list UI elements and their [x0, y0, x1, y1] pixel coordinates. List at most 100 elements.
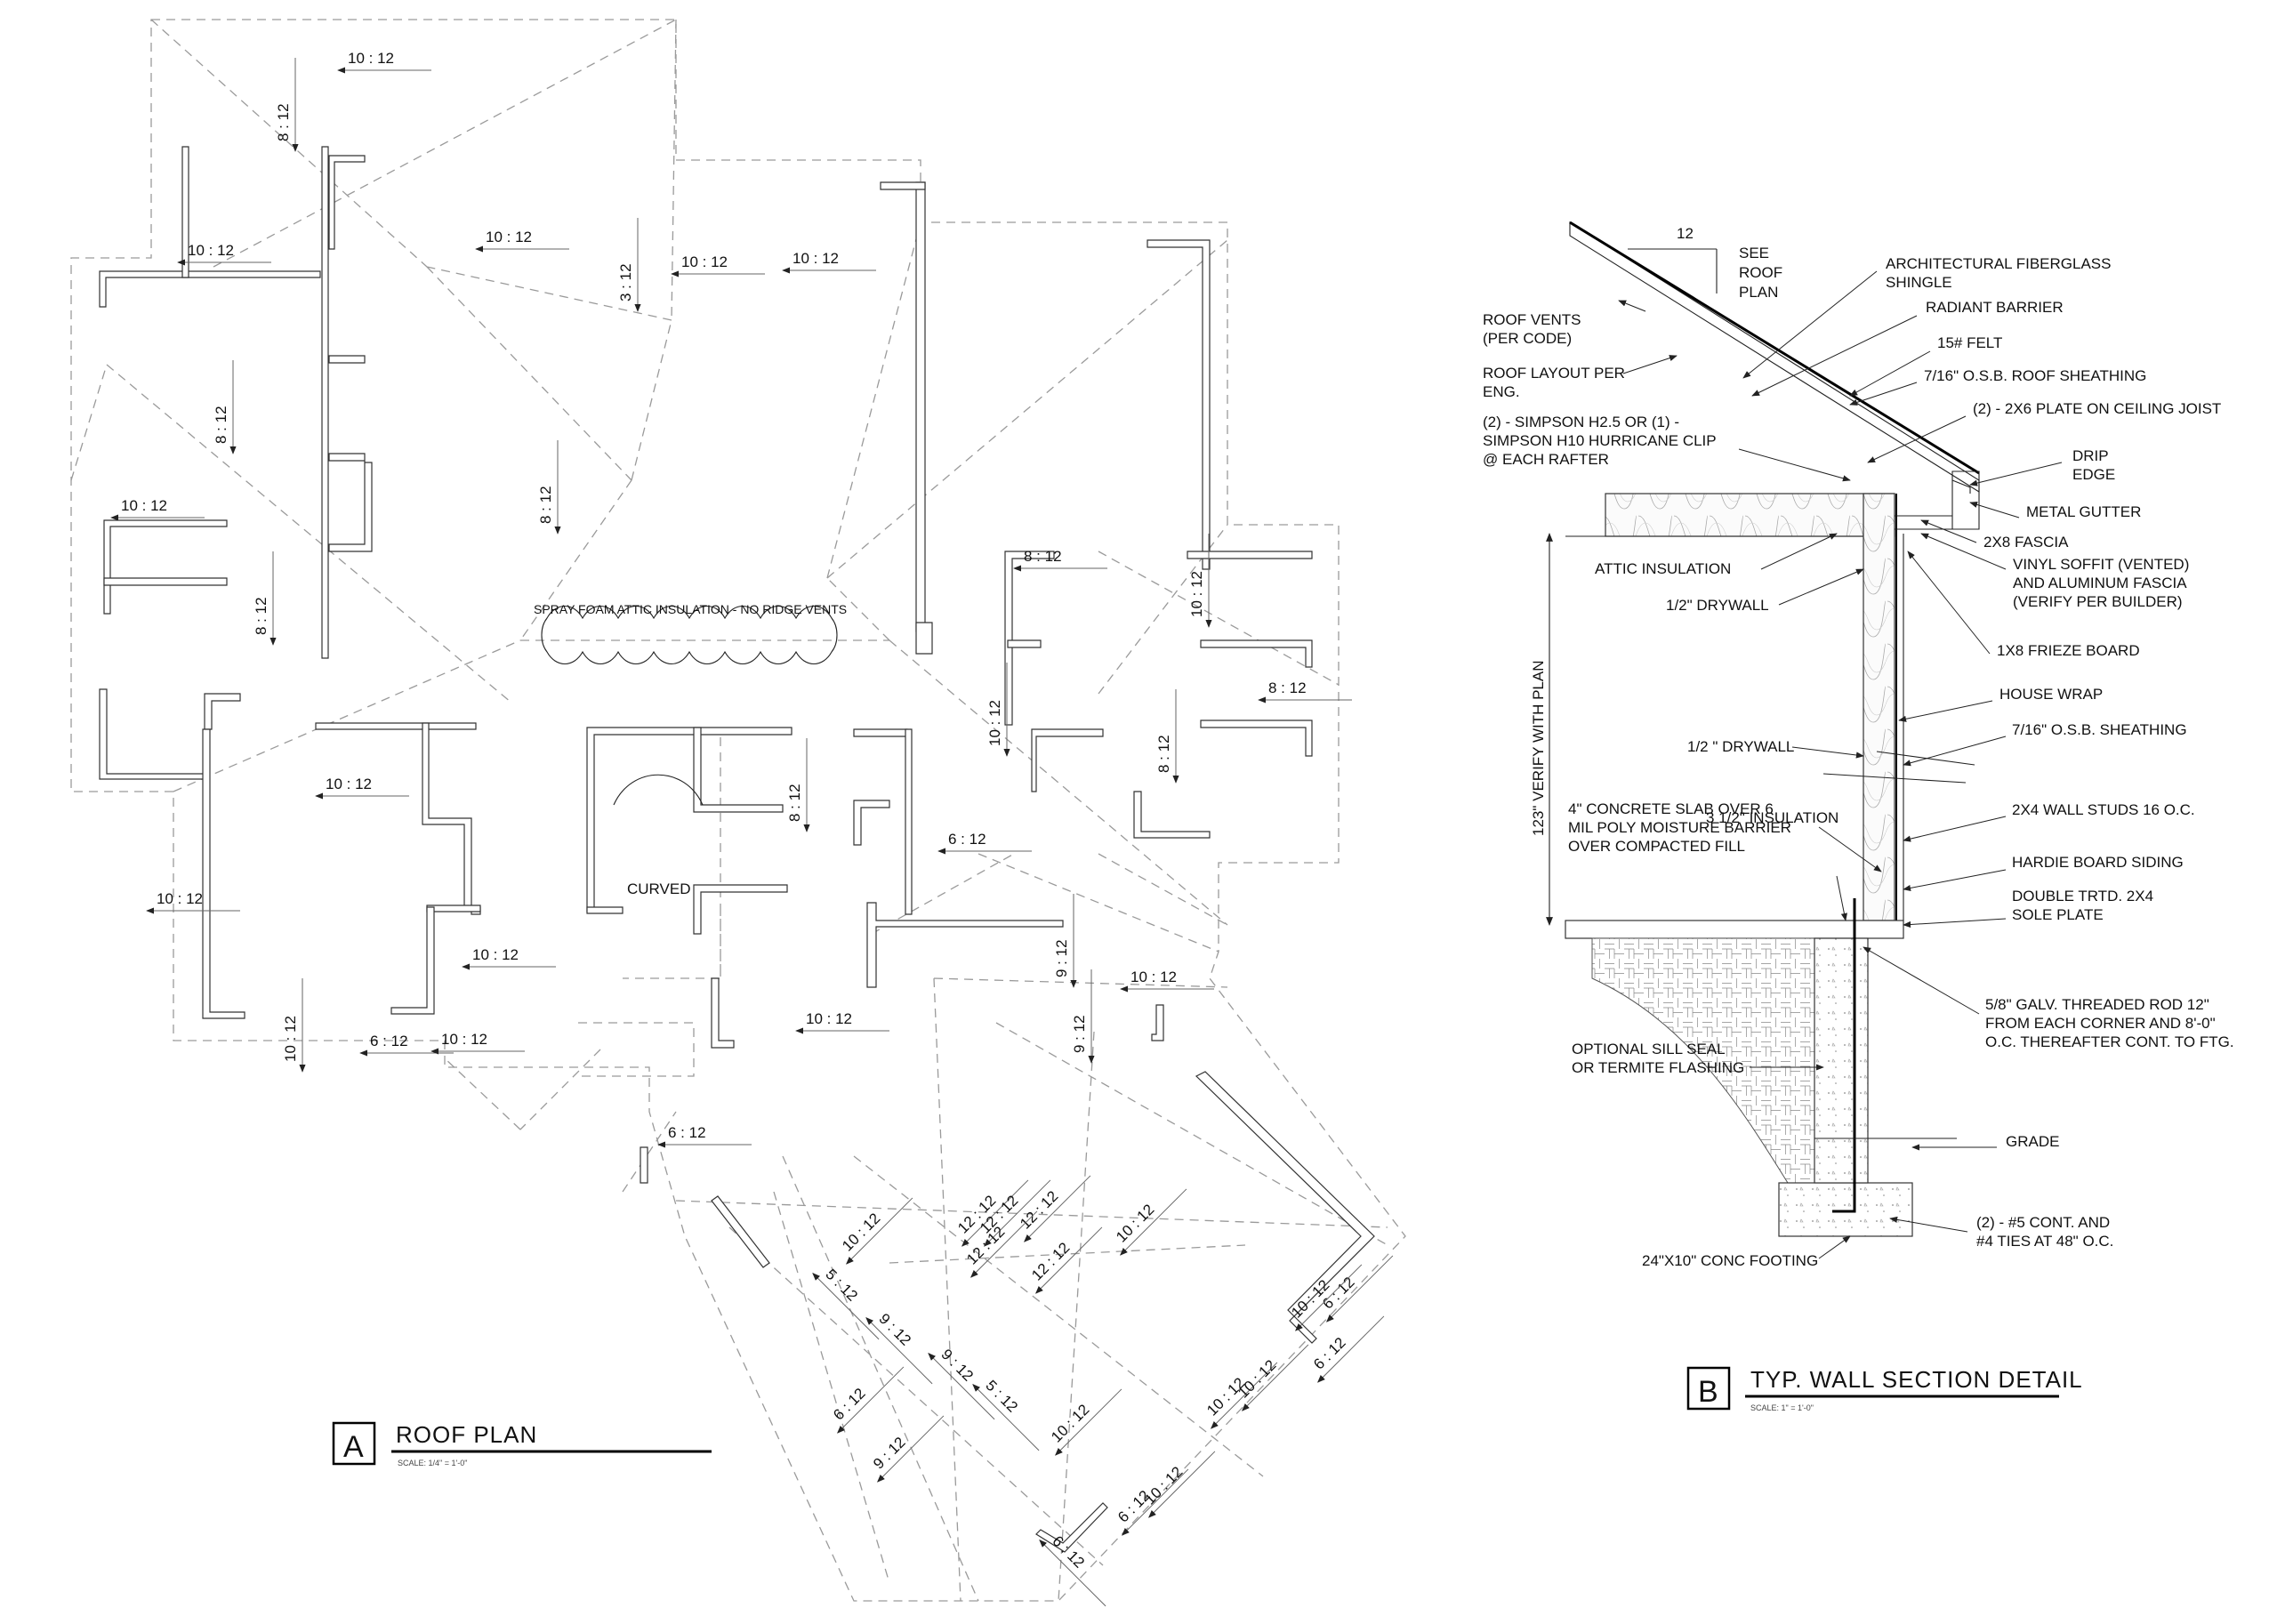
left-note-4: 1/2" DRYWALL [1666, 568, 1864, 614]
pitch-label: 10 : 12 [1141, 1463, 1186, 1507]
pitch-label: 9 : 12 [1071, 1015, 1088, 1053]
note-text: 3 1/2" INSULATION [1706, 809, 1838, 826]
see-roof-plan-line-1: SEE [1739, 245, 1769, 261]
roof-plan-scale: SCALE: 1/4" = 1'-0" [398, 1459, 467, 1467]
pitch-marker: 10 : 12 [782, 250, 876, 274]
pitch-marker: 10 : 12 [839, 1197, 913, 1265]
wall-section-detail: 12 123" VERIFY WITH PLAN SEE ROOF PLAN R… [1483, 221, 2234, 1412]
note-text: FROM EACH CORNER AND 8'-0" [1985, 1015, 2216, 1032]
leader-arrow [1920, 533, 2007, 570]
left-note-6: 3 1/2" INSULATION [1706, 809, 1882, 872]
pitch-label: 6 : 12 [830, 1385, 869, 1424]
note-text: ROOF LAYOUT PER [1483, 365, 1625, 382]
left-note-3: ATTIC INSULATION [1595, 533, 1838, 577]
leader-arrow [1898, 700, 1993, 722]
leader-arrow [1903, 918, 2007, 929]
soffit [1895, 515, 1952, 530]
pitch-marker: 8 : 12 [213, 360, 237, 454]
pitch-label: 8 : 12 [1024, 548, 1062, 565]
right-note-8: VINYL SOFFIT (VENTED) AND ALUMINUM FASCIA… [1920, 533, 2189, 610]
pitch-marker: 8 : 12 [537, 440, 561, 535]
right-note-13: HARDIE BOARD SIDING [1903, 854, 2184, 892]
note-text: EDGE [2072, 466, 2115, 483]
right-note-4: (2) - 2X6 PLATE ON CEILING JOIST [1867, 400, 2221, 463]
roof-plan-walls [99, 146, 1375, 1553]
pitch-marker: 10 : 12 [177, 242, 271, 266]
leader-arrow [1778, 568, 1864, 606]
pitch-marker: 9 : 12 [865, 1310, 933, 1385]
threaded-rod [1832, 898, 1856, 1213]
right-note-16: GRADE [1911, 1133, 2059, 1151]
pitch-label: 5 : 12 [822, 1266, 861, 1305]
roof-plan-tag-box [332, 1421, 376, 1466]
pitch-label: 10 : 12 [1235, 1356, 1279, 1401]
pitch-label: 10 : 12 [472, 946, 519, 963]
see-roof-plan-line-3: PLAN [1739, 284, 1778, 301]
slope-arrow [928, 1353, 995, 1420]
right-note-1: RADIANT BARRIER [1751, 299, 2064, 397]
pitch-label: 10 : 12 [282, 1016, 299, 1062]
slope-triangle [1628, 248, 1718, 293]
curved-label: CURVED [627, 880, 690, 897]
roof-sheathing-line [1569, 221, 1980, 475]
slope-arrow [1122, 1468, 1189, 1536]
leader-arrow [1889, 1216, 1968, 1233]
leader-arrow [1903, 869, 2007, 892]
slope-arrow [865, 1317, 933, 1385]
wall-height-label: 123" VERIFY WITH PLAN [1530, 660, 1547, 836]
pitch-marker: 10 : 12 [1113, 1188, 1187, 1256]
left-note-5: 1/2 " DRYWALL [1687, 738, 1864, 759]
pitch-marker: 10 : 12 [110, 497, 205, 521]
slope-arrow [1148, 1451, 1216, 1518]
note-text: 1X8 FRIEZE BOARD [1997, 642, 2140, 659]
leader-arrow [1742, 270, 1878, 379]
note-text: DRIP [2072, 447, 2109, 464]
pitch-marker: 10 : 12 [337, 50, 431, 74]
pitch-marker: 10 : 12 [430, 1031, 525, 1055]
note-text: AND ALUMINUM FASCIA [2013, 575, 2187, 591]
leader-arrow [1849, 382, 1918, 406]
slope-arrow [1211, 1362, 1278, 1429]
left-note-0: ROOF VENTS(PER CODE) [1483, 300, 1646, 347]
pitch-label: 10 : 12 [986, 700, 1003, 746]
pitch-marker: 10 : 12 [462, 946, 556, 970]
concrete-footing [1778, 1182, 1913, 1237]
leader-arrow [1969, 462, 2063, 486]
pitch-marker: 9 : 12 [1071, 969, 1095, 1064]
slope-arrow [961, 1179, 1029, 1247]
roof-plan: SPRAY FOAM ATTIC INSULATION - NO RIDGE V… [70, 19, 1406, 1607]
pitch-label: 5 : 12 [982, 1377, 1021, 1416]
note-text: OPTIONAL SILL SEAL [1572, 1041, 1726, 1057]
leader-arrow [1760, 533, 1838, 570]
pitch-marker: 10 : 12 [1188, 534, 1212, 628]
pitch-label: 10 : 12 [441, 1031, 487, 1048]
break-lines [1822, 751, 1975, 784]
wall-section-tag-box [1686, 1366, 1731, 1411]
slope-arrow [1055, 1388, 1122, 1456]
left-note-9: 24"X10" CONC FOOTING [1642, 1235, 1851, 1269]
note-text: 1/2" DRYWALL [1666, 597, 1769, 614]
right-note-5: DRIP EDGE [1969, 447, 2115, 486]
note-text: (2) - #5 CONT. AND [1976, 1214, 2110, 1231]
slope-arrow [972, 1384, 1040, 1451]
pitch-label: 6 : 12 [668, 1124, 706, 1141]
roof-lines [70, 19, 1406, 1602]
pitch-label: 10 : 12 [348, 50, 394, 67]
compacted-fill [1591, 937, 1851, 1184]
leader-arrow [1903, 816, 2007, 842]
right-note-10: HOUSE WRAP [1898, 686, 2103, 722]
note-text: OVER COMPACTED FILL [1568, 838, 1745, 855]
note-text: SIMPSON H10 HURRICANE CLIP [1483, 432, 1717, 449]
note-text: 7/16" O.S.B. SHEATHING [2012, 721, 2187, 738]
note-text: VINYL SOFFIT (VENTED) [2013, 556, 2189, 573]
leader-arrow [1903, 736, 2007, 767]
slope-arrow [837, 1366, 905, 1434]
note-text: 4" CONCRETE SLAB OVER 6 [1568, 800, 1774, 817]
pitch-label: 3 : 12 [617, 263, 634, 301]
pitch-marker: 10 : 12 [315, 776, 409, 800]
wall-section-tag: B [1698, 1375, 1718, 1409]
roof-plan-title: ROOF PLAN [396, 1421, 537, 1448]
